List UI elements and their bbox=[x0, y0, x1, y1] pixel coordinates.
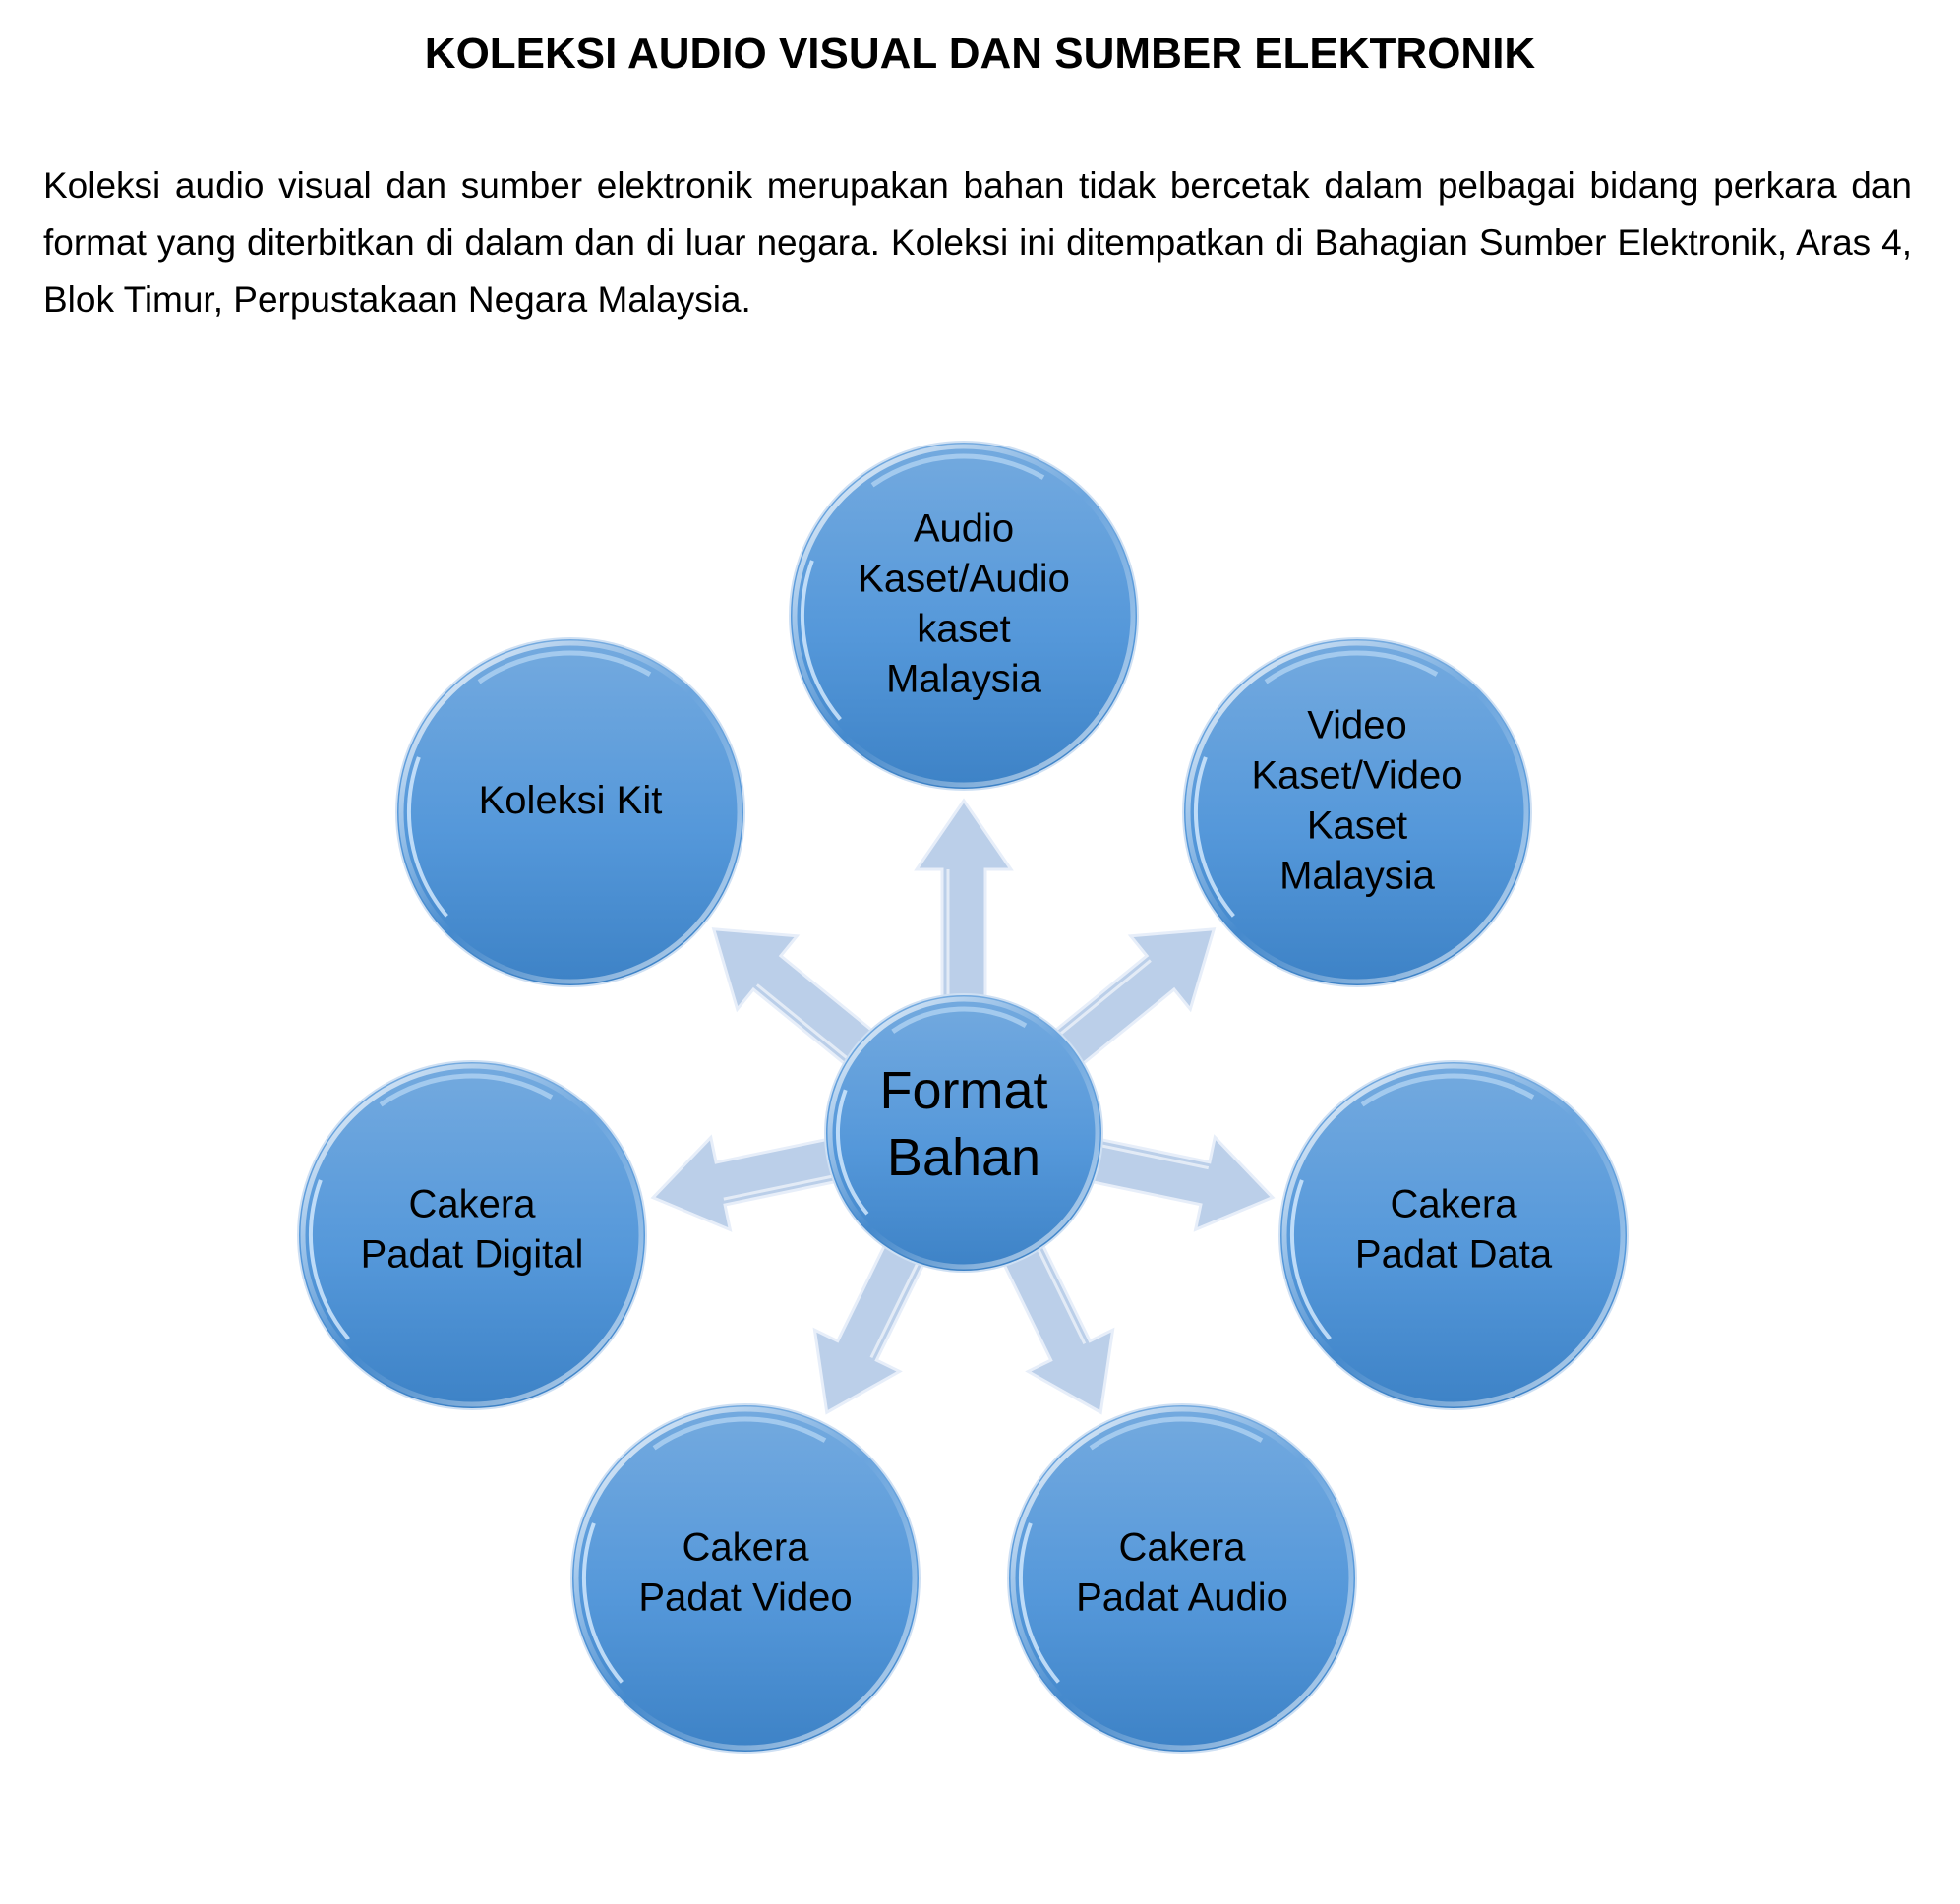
node-audio-kaset-label-line: Kaset/Audio bbox=[858, 557, 1070, 600]
node-center-label-line: Format bbox=[879, 1061, 1047, 1120]
node-audio-kaset-label-line: Malaysia bbox=[886, 657, 1042, 700]
node-audio-kaset-label-line: kaset bbox=[917, 607, 1011, 650]
node-cakera-padat-digital-label-line: Cakera bbox=[409, 1182, 537, 1225]
node-video-kaset-label-line: Malaysia bbox=[1279, 854, 1436, 897]
node-video-kaset-label-line: Kaset/Video bbox=[1252, 753, 1463, 797]
node-koleksi-kit-label-line: Koleksi Kit bbox=[479, 779, 663, 822]
node-cakera-padat-audio-label-line: Padat Audio bbox=[1076, 1576, 1288, 1619]
arrow-audio-kaset bbox=[914, 798, 1014, 1027]
node-cakera-padat-audio-label-line: Cakera bbox=[1119, 1525, 1247, 1569]
document-title: KOLEKSI AUDIO VISUAL DAN SUMBER ELEKTRON… bbox=[424, 30, 1536, 78]
node-audio-kaset-label-line: Audio bbox=[914, 506, 1014, 550]
node-cakera-padat-video-label-line: Cakera bbox=[683, 1525, 810, 1569]
node-cakera-padat-digital-label-line: Padat Digital bbox=[361, 1232, 584, 1276]
node-center-label-line: Bahan bbox=[887, 1128, 1040, 1187]
node-video-kaset-label-line: Kaset bbox=[1307, 803, 1407, 847]
intro-paragraph: Koleksi audio visual dan sumber elektron… bbox=[43, 165, 1912, 320]
node-koleksi-kit: Koleksi Kit bbox=[395, 637, 745, 987]
node-cakera-padat-video-label-line: Padat Video bbox=[638, 1576, 852, 1619]
node-cakera-padat-data-label-line: Cakera bbox=[1391, 1182, 1518, 1225]
node-cakera-padat-data-label-line: Padat Data bbox=[1355, 1232, 1553, 1276]
node-video-kaset-label-line: Video bbox=[1307, 703, 1407, 746]
